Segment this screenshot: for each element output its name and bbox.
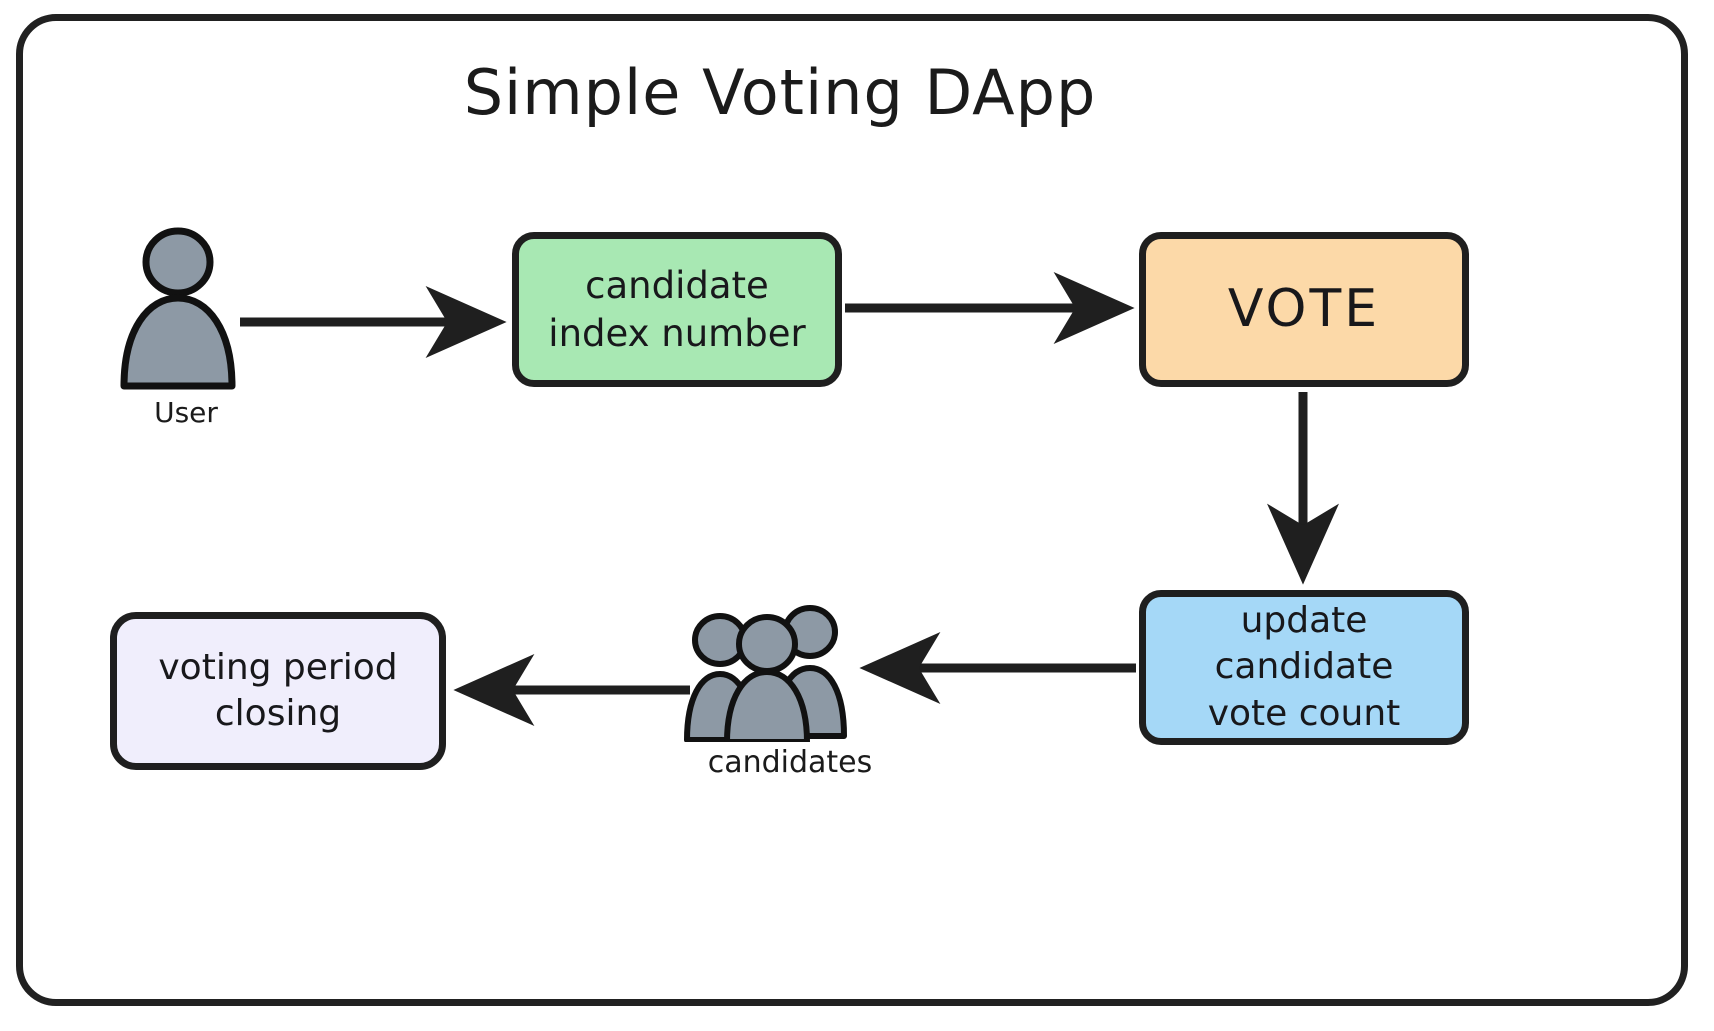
diagram-title: Simple Voting DApp: [463, 56, 1097, 129]
diagram-frame: [16, 14, 1688, 1006]
node-candidate-index-label: candidate index number: [548, 264, 806, 355]
node-vote[interactable]: VOTE: [1139, 232, 1469, 387]
node-voting-period-closing[interactable]: voting period closing: [110, 612, 446, 770]
candidates-figure-label: candidates: [707, 745, 873, 780]
group-of-people-icon: [684, 605, 847, 742]
node-vote-label: VOTE: [1227, 279, 1381, 340]
node-update-vote-count[interactable]: update candidate vote count: [1139, 590, 1469, 745]
node-update-vote-count-label: update candidate vote count: [1207, 600, 1401, 734]
single-person-icon: [120, 227, 236, 390]
node-candidate-index[interactable]: candidate index number: [512, 232, 842, 387]
user-figure-label: User: [154, 396, 218, 429]
node-voting-period-closing-label: voting period closing: [158, 646, 398, 734]
